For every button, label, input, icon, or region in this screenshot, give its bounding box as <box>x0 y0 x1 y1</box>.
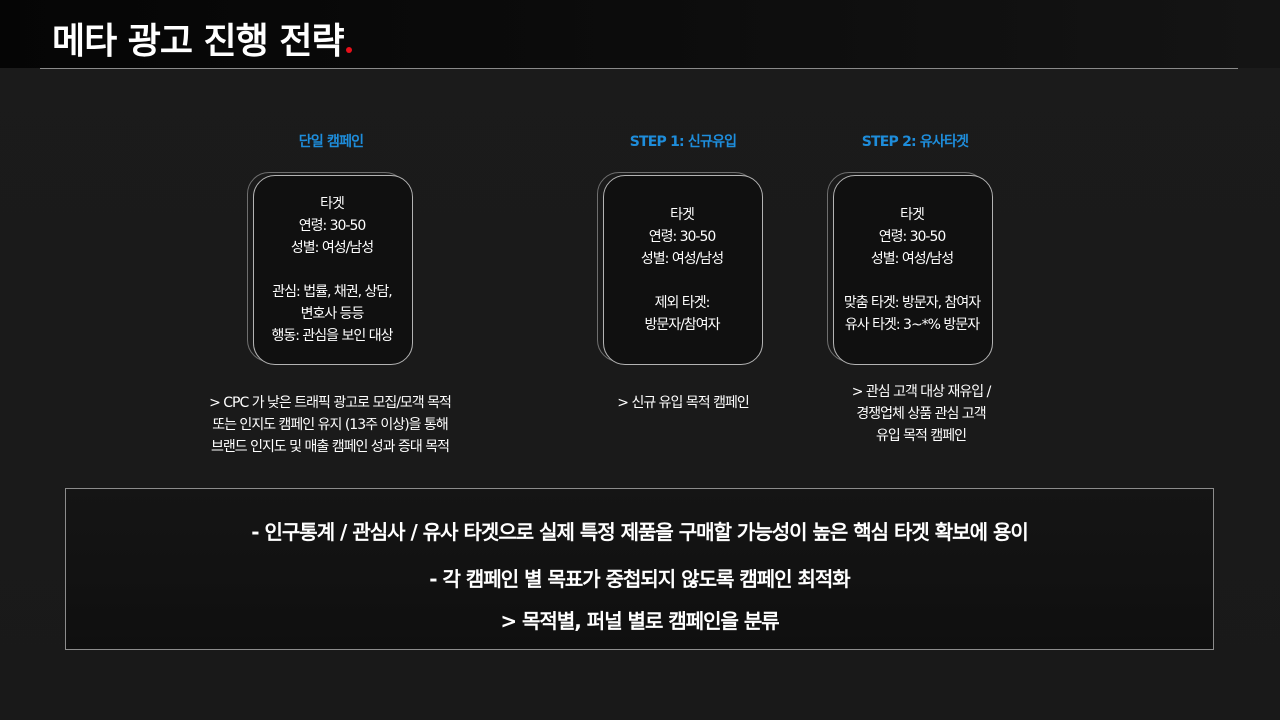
header-band <box>0 0 1280 68</box>
card-line: 관심: 법률, 채권, 상담, <box>272 284 392 300</box>
target-card-step1: 타겟 연령: 30-50 성별: 여성/남성 제외 타겟: 방문자/참여자 <box>597 172 763 368</box>
card-line: 제외 타겟: <box>654 295 711 311</box>
title-accent-dot <box>345 47 352 53</box>
card-line: 타겟 <box>670 207 695 223</box>
card-line: 변호사 등등 <box>300 306 365 322</box>
summary-line: > 목적별, 퍼널 별로 캠페인을 분류 <box>500 609 779 633</box>
header-divider <box>40 68 1238 69</box>
slide-title-text: 메타 광고 진행 전략 <box>52 21 345 62</box>
card-line: 연령: 30-50 <box>648 229 717 245</box>
card-content: 타겟 연령: 30-50 성별: 여성/남성 관심: 법률, 채권, 상담, 변… <box>250 175 414 365</box>
description-line: 브랜드 인지도 및 매출 캠페인 성과 증대 목적 <box>210 439 450 455</box>
card-line: 성별: 여성/남성 <box>870 251 954 267</box>
description-line: 또는 인지도 캠페인 유지 (13주 이상)을 통해 <box>212 417 449 433</box>
card-front-frame <box>603 175 763 365</box>
description-line: > CPC 가 낮은 트래픽 광고로 모집/모객 목적 <box>209 395 452 411</box>
card-line: 유사 타겟: 3~*% 방문자 <box>844 317 980 333</box>
card-line: 타겟 <box>320 196 345 212</box>
summary-line: - 인구통계 / 관심사 / 유사 타겟으로 실제 특정 제품을 구매할 가능성… <box>251 520 1029 544</box>
card-line: 맞춤 타겟: 방문자, 참여자 <box>843 295 981 311</box>
column-label-step1: STEP 1: 신규유입 <box>629 134 737 150</box>
description-step1: > 신규 유입 목적 캠페인 <box>617 392 749 414</box>
summary-line: - 각 캠페인 별 목표가 중첩되지 않도록 캠페인 최적화 <box>429 567 850 591</box>
description-single: > CPC 가 낮은 트래픽 광고로 모집/모객 목적 또는 인지도 캠페인 유… <box>209 392 452 458</box>
description-step2: > 관심 고객 대상 재유입 / 경쟁업체 상품 관심 고객 유입 목적 캠페인 <box>851 381 992 447</box>
card-line: 성별: 여성/남성 <box>640 251 724 267</box>
card-line: 연령: 30-50 <box>298 218 367 234</box>
slide-title: 메타 광고 진행 전략 <box>52 12 352 64</box>
description-line: 유입 목적 캠페인 <box>875 428 967 444</box>
card-line: 성별: 여성/남성 <box>290 240 374 256</box>
description-line: > 관심 고객 대상 재유입 / <box>851 384 992 400</box>
card-content: 타겟 연령: 30-50 성별: 여성/남성 맞춤 타겟: 방문자, 참여자 유… <box>830 175 994 365</box>
description-line: 경쟁업체 상품 관심 고객 <box>856 406 986 422</box>
card-content: 타겟 연령: 30-50 성별: 여성/남성 제외 타겟: 방문자/참여자 <box>600 175 764 365</box>
card-line: 연령: 30-50 <box>878 229 947 245</box>
card-front-frame <box>253 175 413 365</box>
target-card-single: 타겟 연령: 30-50 성별: 여성/남성 관심: 법률, 채권, 상담, 변… <box>247 172 413 368</box>
column-label-single: 단일 캠페인 <box>298 134 364 150</box>
card-line: 방문자/참여자 <box>644 317 721 333</box>
card-line: 타겟 <box>900 207 925 223</box>
target-card-step2: 타겟 연령: 30-50 성별: 여성/남성 맞춤 타겟: 방문자, 참여자 유… <box>827 172 993 368</box>
card-line: 행동: 관심을 보인 대상 <box>271 328 394 344</box>
column-label-step2: STEP 2: 유사타겟 <box>861 134 969 150</box>
description-line: > 신규 유입 목적 캠페인 <box>617 395 749 411</box>
summary-box: - 인구통계 / 관심사 / 유사 타겟으로 실제 특정 제품을 구매할 가능성… <box>65 488 1214 650</box>
card-front-frame <box>833 175 993 365</box>
